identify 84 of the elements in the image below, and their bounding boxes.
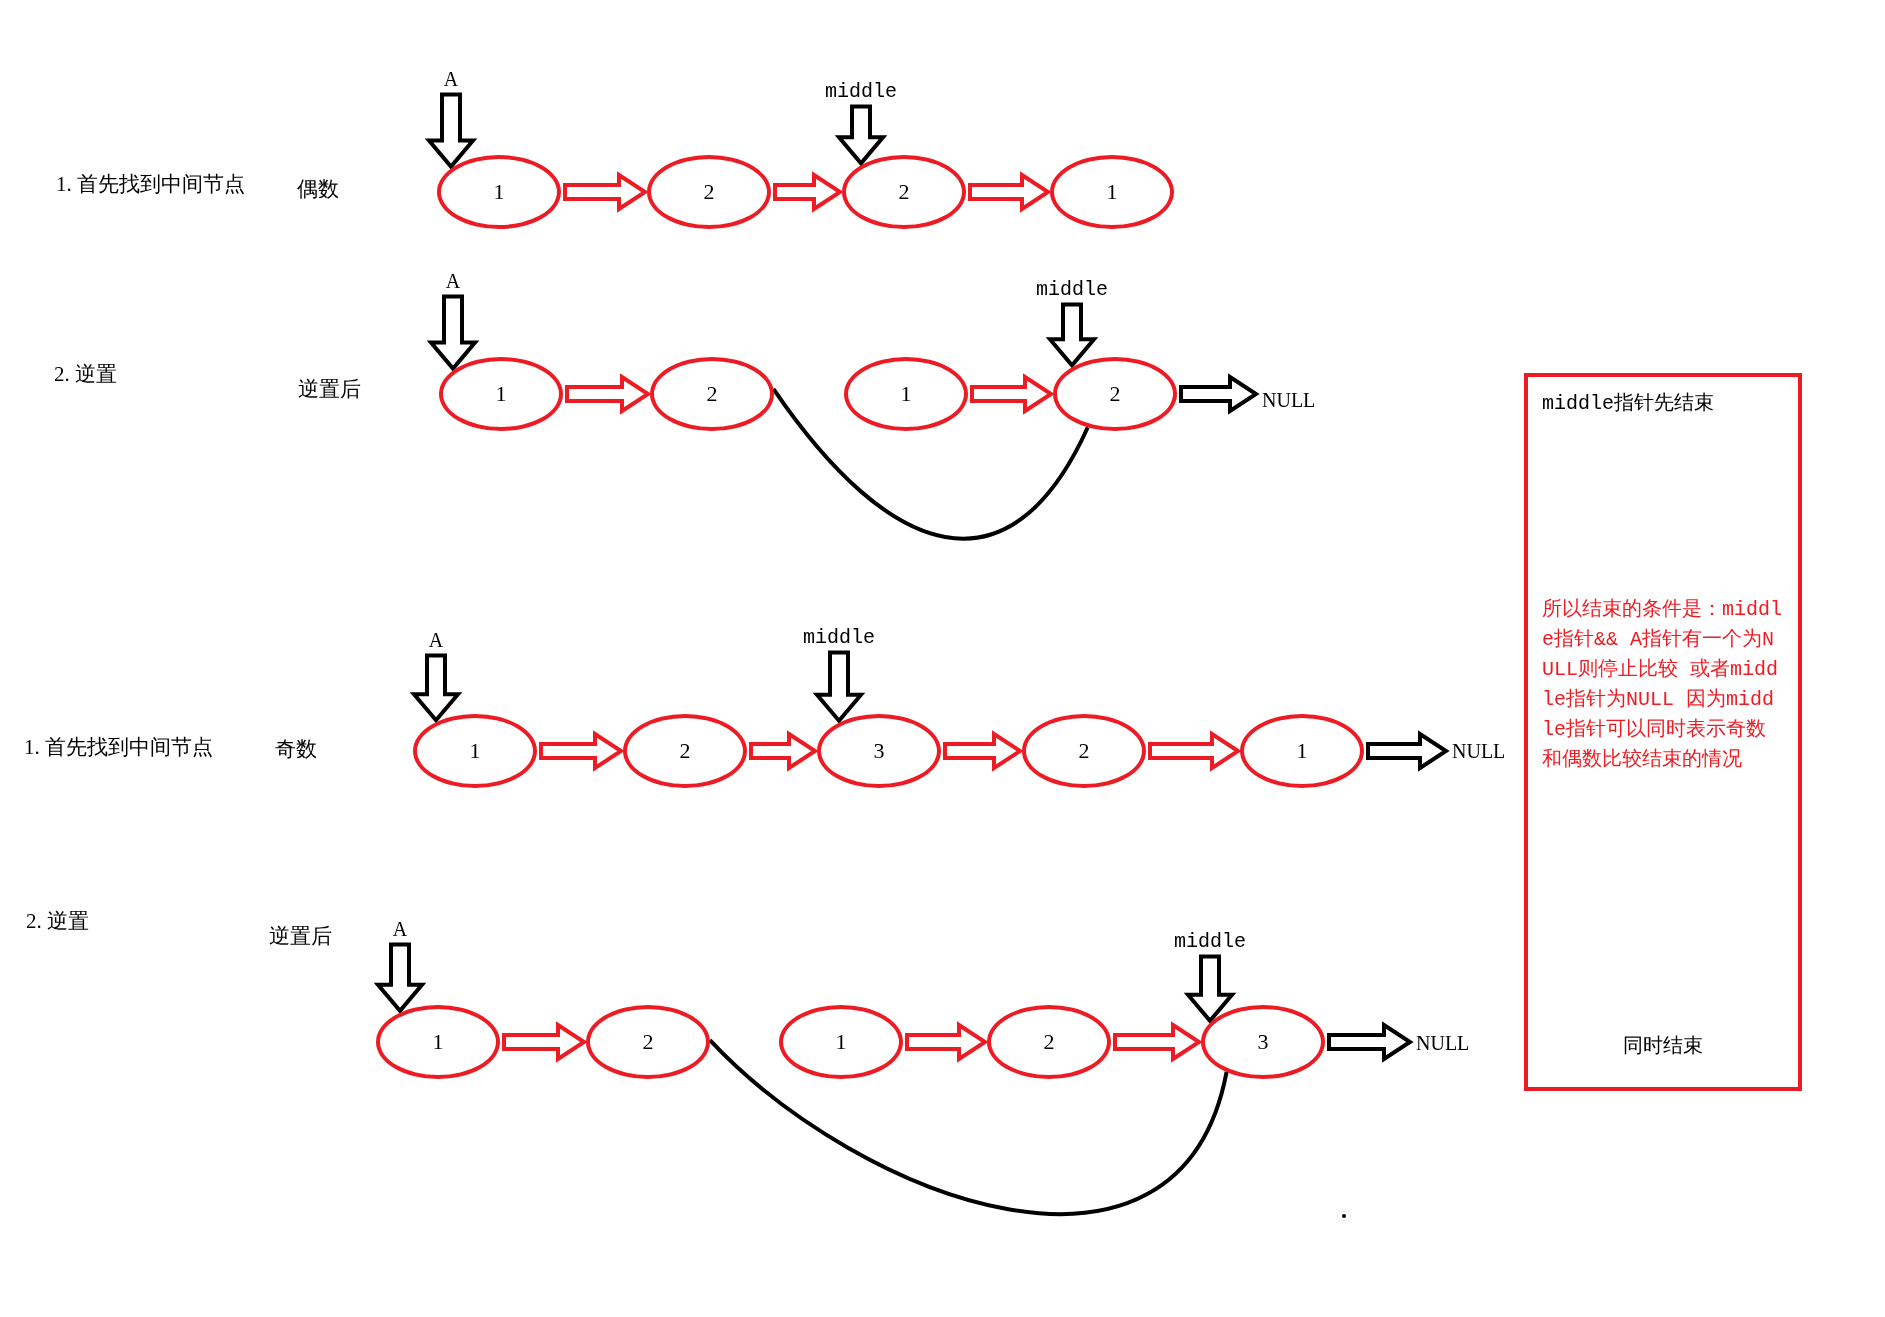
block-arrow [1113, 1021, 1203, 1063]
list-node [1022, 714, 1146, 788]
note-text: 所以结束的条件是：middle指针&& A指针有一个为NULL则停止比较 或者middle指针为NULL 因为middle指针可以同时表示奇数和偶数比较结束的情况 [1542, 597, 1782, 773]
list-node [1050, 155, 1174, 229]
pointer-label: A [443, 67, 459, 91]
pointer-label: A [445, 269, 461, 293]
block-arrow [834, 104, 888, 167]
list-node [1053, 357, 1177, 431]
step-heading: 1. 首先找到中间节点 [56, 171, 245, 198]
node-value: 2 [679, 738, 691, 764]
node-value: 2 [642, 1029, 654, 1055]
connector-line [771, 387, 1090, 541]
note-panel [1524, 373, 1802, 1091]
node-value: 2 [898, 179, 910, 205]
node-value: 2 [1078, 738, 1090, 764]
list-node [1240, 714, 1364, 788]
list-node [437, 155, 561, 229]
note-text: middle指针先结束 [1542, 391, 1714, 416]
node-value: 2 [703, 179, 715, 205]
block-arrow [968, 171, 1052, 213]
list-node [987, 1005, 1111, 1079]
null-label: NULL [1416, 1031, 1470, 1055]
block-arrow [773, 171, 844, 213]
list-node [844, 357, 968, 431]
block-arrow [373, 942, 427, 1014]
case-label: 逆置后 [298, 376, 361, 403]
node-value: 1 [432, 1029, 444, 1055]
pointer-label: middle [1036, 277, 1108, 301]
node-value: 1 [1106, 179, 1118, 205]
list-node [650, 357, 774, 431]
node-value: 2 [706, 381, 718, 407]
list-node [413, 714, 537, 788]
block-arrow [749, 730, 819, 772]
connector-line [708, 1038, 1229, 1217]
block-arrow [812, 650, 866, 724]
block-arrow [424, 92, 478, 170]
block-arrow [1179, 373, 1260, 415]
block-arrow [1148, 730, 1242, 772]
pointer-label: middle [1174, 929, 1246, 953]
list-node [779, 1005, 903, 1079]
block-arrow [502, 1021, 588, 1063]
list-node [376, 1005, 500, 1079]
step-heading: 2. 逆置 [26, 908, 89, 935]
pointer-label: middle [803, 625, 875, 649]
node-value: 1 [900, 381, 912, 407]
block-arrow [970, 373, 1055, 415]
block-arrow [426, 294, 480, 372]
block-arrow [1183, 954, 1237, 1024]
block-arrow [539, 730, 625, 772]
list-node [647, 155, 771, 229]
pointer-label: middle [825, 79, 897, 103]
node-value: 1 [469, 738, 481, 764]
node-value: 2 [1043, 1029, 1055, 1055]
case-label: 奇数 [275, 736, 317, 763]
list-node [842, 155, 966, 229]
list-node [439, 357, 563, 431]
node-value: 2 [1109, 381, 1121, 407]
list-node [586, 1005, 710, 1079]
node-value: 3 [873, 738, 885, 764]
block-arrow [905, 1021, 989, 1063]
case-label: 偶数 [297, 176, 339, 203]
block-arrow [409, 653, 463, 724]
null-label: NULL [1452, 739, 1506, 763]
node-value: 3 [1257, 1029, 1269, 1055]
case-label: 逆置后 [269, 923, 332, 950]
node-value: 1 [835, 1029, 847, 1055]
block-arrow [943, 730, 1024, 772]
node-value: 1 [1296, 738, 1308, 764]
node-value: 1 [493, 179, 505, 205]
pointer-label: A [428, 628, 444, 652]
pointer-label: A [392, 917, 408, 941]
node-value: 1 [495, 381, 507, 407]
block-arrow [563, 171, 649, 213]
block-arrow [1045, 302, 1099, 369]
list-node [817, 714, 941, 788]
block-arrow [565, 373, 652, 415]
null-label: NULL [1262, 388, 1316, 412]
list-node [1201, 1005, 1325, 1079]
step-heading: 1. 首先找到中间节点 [24, 734, 213, 761]
step-heading: 2. 逆置 [54, 361, 117, 388]
list-node [623, 714, 747, 788]
block-arrow [1366, 730, 1450, 772]
block-arrow [1327, 1021, 1414, 1063]
note-text: 同时结束 [1622, 1033, 1704, 1058]
